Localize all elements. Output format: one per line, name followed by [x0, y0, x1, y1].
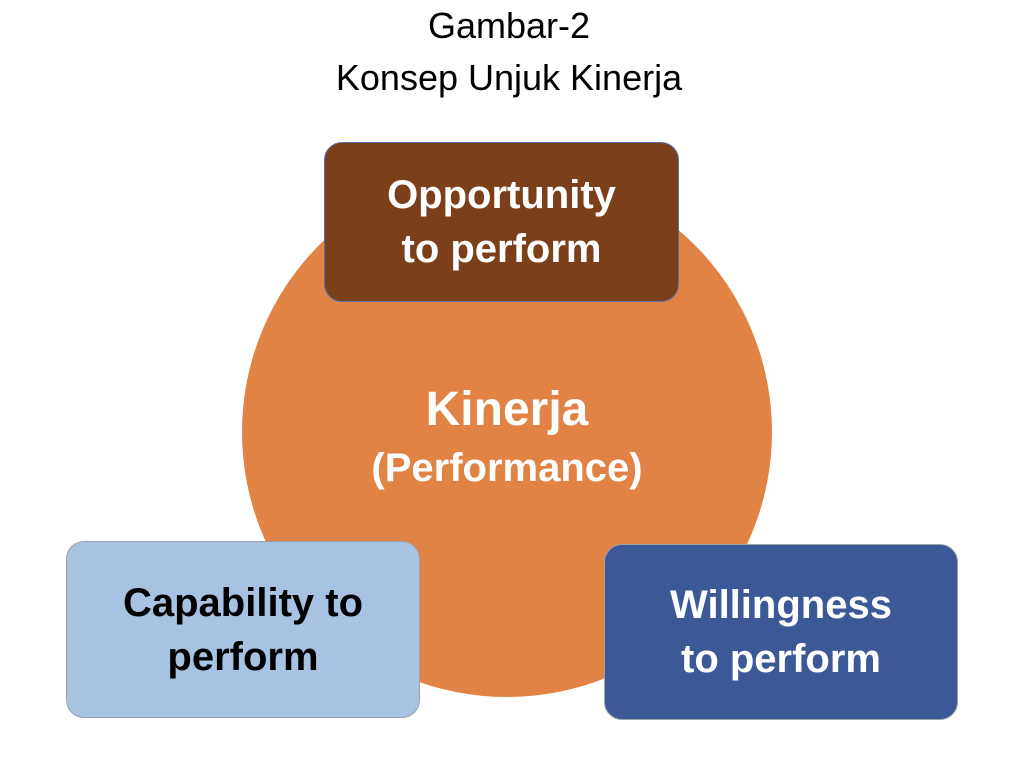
- willingness-box-line1: Willingness: [670, 583, 892, 627]
- opportunity-box-line1: Opportunity: [387, 173, 616, 217]
- capability-box: Capability to perform: [66, 541, 420, 718]
- opportunity-box: Opportunity to perform: [324, 142, 679, 302]
- figure-subtitle: Konsep Unjuk Kinerja: [335, 57, 683, 98]
- capability-box-line2: perform: [167, 634, 319, 679]
- figure-title: Gambar-2: [427, 5, 591, 46]
- opportunity-box-line2: to perform: [401, 227, 602, 271]
- circle-label-main: Kinerja: [425, 383, 589, 436]
- capability-box-line1: Capability to: [122, 580, 364, 625]
- willingness-box-line2: to perform: [681, 637, 881, 681]
- circle-label-sub: (Performance): [371, 446, 643, 490]
- willingness-box: Willingness to perform: [604, 544, 958, 720]
